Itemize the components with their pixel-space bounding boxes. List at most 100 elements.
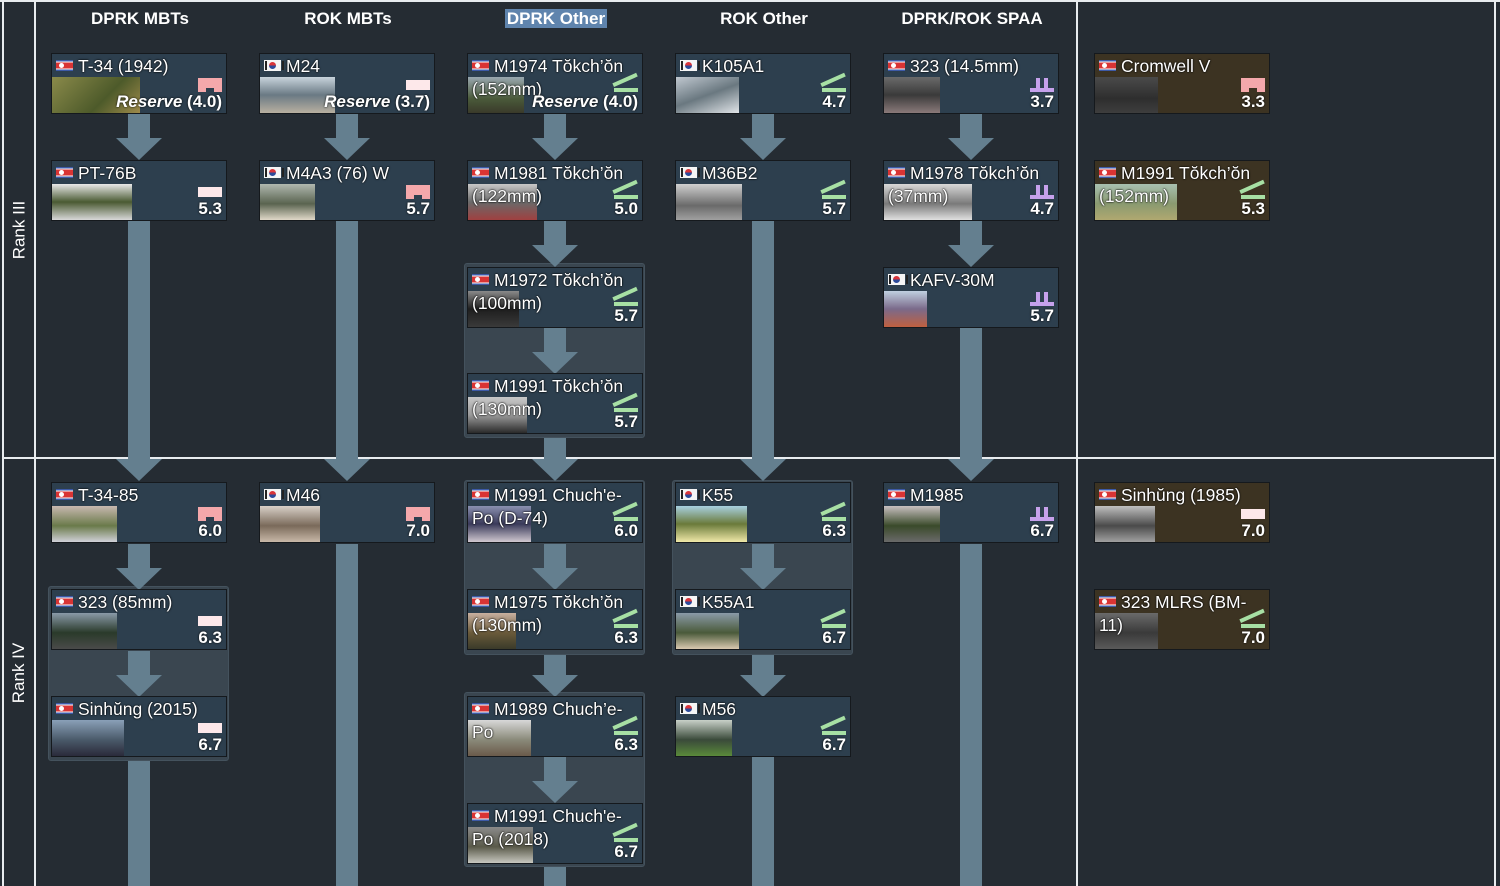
dprk-flag-icon <box>888 60 905 71</box>
light-tank-icon <box>198 723 222 733</box>
vehicle-card-m56[interactable]: M56 6.7 <box>675 696 851 757</box>
column-header-dprk-other[interactable]: DPRK Other <box>466 8 646 30</box>
arrow-shaft <box>752 544 774 568</box>
text: 323 (85mm) <box>78 592 173 612</box>
rok-flag-icon <box>680 489 700 500</box>
text: Cromwell V <box>1121 56 1211 76</box>
arrow-down-icon <box>740 568 786 590</box>
vehicle-card-t34-85[interactable]: T-34-85 6.0 <box>51 482 227 543</box>
vehicle-card-m1989[interactable]: M1989 Chuch’e-Po 6.3 <box>467 696 643 757</box>
vehicle-card-m1991-152mm[interactable]: M1991 Tŏkch’ŏn (152mm) 5.3 <box>1094 160 1270 221</box>
spg-icon <box>614 292 638 306</box>
vehicle-card-m46[interactable]: M46 7.0 <box>259 482 435 543</box>
label: DPRK/ROK SPAA <box>901 9 1043 28</box>
vehicle-card-m24[interactable]: M24 Reserve (3.7) <box>259 53 435 114</box>
arrow-shaft <box>128 651 150 675</box>
label: M1981 Tŏkch’ŏn (122mm) <box>472 162 640 208</box>
text: Sinhŭng (2015) <box>78 699 198 719</box>
text: M46 <box>286 485 321 505</box>
arrow-shaft <box>544 757 566 781</box>
text: M1972 Tŏkch’ŏn (100mm) <box>472 270 624 313</box>
dprk-flag-icon <box>1099 489 1116 500</box>
label: M1972 Tŏkch’ŏn (100mm) <box>472 269 640 315</box>
vehicle-card-m4a3-76-w[interactable]: M4A3 (76) W 5.7 <box>259 160 435 221</box>
vehicle-card-m1974[interactable]: M1974 Tŏkch’ŏn (152mm) Reserve (4.0) <box>467 53 643 114</box>
dprk-flag-icon <box>888 489 905 500</box>
text: 6.3 <box>822 521 846 540</box>
vehicle-card-m1978[interactable]: M1978 Tŏkch’ŏn (37mm) 4.7 <box>883 160 1059 221</box>
spg-icon <box>614 78 638 92</box>
vehicle-card-kafv-30m[interactable]: KAFV-30M 5.7 <box>883 267 1059 328</box>
vehicle-thumbnail <box>468 291 519 327</box>
battle-rating: 5.7 <box>1030 306 1054 326</box>
label: M1978 Tŏkch’ŏn (37mm) <box>888 162 1056 208</box>
dprk-flag-icon <box>472 167 489 178</box>
arrow-shaft <box>544 221 566 245</box>
light-tank-icon <box>406 80 430 90</box>
battle-rating: Reserve (4.0) <box>532 92 638 112</box>
text: K55A1 <box>702 592 755 612</box>
battle-rating: 6.3 <box>198 628 222 648</box>
rank-divider <box>2 457 1496 459</box>
text: 5.0 <box>614 199 638 218</box>
text: 7.0 <box>406 521 430 540</box>
vehicle-card-m1991-130mm[interactable]: M1991 Tŏkch’ŏn (130mm) 5.7 <box>467 373 643 434</box>
column-header-rok-mbts[interactable]: ROK MBTs <box>258 8 438 30</box>
text: 6.7 <box>614 842 638 861</box>
vehicle-card-m1981[interactable]: M1981 Tŏkch’ŏn (122mm) 5.0 <box>467 160 643 221</box>
text: K55 <box>702 485 734 505</box>
vehicle-card-cromwell-v[interactable]: Cromwell V 3.3 <box>1094 53 1270 114</box>
vehicle-card-323-14-5mm[interactable]: 323 (14.5mm) 3.7 <box>883 53 1059 114</box>
vehicle-card-k105a1[interactable]: K105A1 4.7 <box>675 53 851 114</box>
text: 5.7 <box>1030 306 1054 325</box>
battle-rating: 6.7 <box>614 842 638 862</box>
vehicle-card-t34-1942[interactable]: T-34 (1942) Reserve (4.0) <box>51 53 227 114</box>
vehicle-thumbnail <box>1095 184 1177 220</box>
vehicle-card-m1985[interactable]: M1985 6.7 <box>883 482 1059 543</box>
text: T-34 (1942) <box>78 56 169 76</box>
vehicle-card-k55a1[interactable]: K55A1 6.7 <box>675 589 851 650</box>
arrow-down-icon <box>532 245 578 267</box>
arrow-shaft <box>752 114 774 138</box>
arrow-down-icon <box>532 352 578 374</box>
vehicle-card-323-85mm[interactable]: 323 (85mm) 6.3 <box>51 589 227 650</box>
frame-border-left <box>2 0 4 886</box>
arrow-shaft <box>128 544 150 568</box>
vehicle-card-m1972[interactable]: M1972 Tŏkch’ŏn (100mm) 5.7 <box>467 267 643 328</box>
text: (3.7) <box>395 92 430 111</box>
vehicle-card-m36b2[interactable]: M36B2 5.7 <box>675 160 851 221</box>
arrow-down-icon <box>116 459 162 481</box>
text: M1991 Tŏkch’ŏn (152mm) <box>1099 163 1251 206</box>
text: M1991 Tŏkch’ŏn (130mm) <box>472 376 624 419</box>
rok-flag-icon <box>680 703 700 714</box>
arrow-shaft <box>960 221 982 245</box>
text: 6.7 <box>822 628 846 647</box>
light-tank-icon <box>1241 509 1265 519</box>
vehicle-card-pt76b[interactable]: PT-76B 5.3 <box>51 160 227 221</box>
text: M1985 <box>910 485 964 505</box>
text: 6.3 <box>198 628 222 647</box>
vehicle-card-m1975[interactable]: M1975 Tŏkch’ŏn (130mm) 6.3 <box>467 589 643 650</box>
column-header-dprk-mbts[interactable]: DPRK MBTs <box>50 8 230 30</box>
vehicle-thumbnail <box>468 397 527 433</box>
battle-rating: 5.0 <box>614 199 638 219</box>
column-header-rok-other[interactable]: ROK Other <box>674 8 854 30</box>
spg-icon <box>822 185 846 199</box>
dprk-flag-icon <box>472 596 489 607</box>
text: 5.7 <box>406 199 430 218</box>
arrow-down-icon <box>740 675 786 697</box>
vehicle-card-323-mlrs[interactable]: 323 MLRS (BM-11) 7.0 <box>1094 589 1270 650</box>
column-header-spaa[interactable]: DPRK/ROK SPAA <box>882 8 1062 30</box>
vehicle-card-sinhung-1985[interactable]: Sinhŭng (1985) 7.0 <box>1094 482 1270 543</box>
vehicle-card-k55[interactable]: K55 6.3 <box>675 482 851 543</box>
vehicle-card-sinhung-2015[interactable]: Sinhŭng (2015) 6.7 <box>51 696 227 757</box>
label: PT-76B <box>56 162 224 185</box>
rok-flag-icon <box>680 596 700 607</box>
spg-icon <box>822 78 846 92</box>
battle-rating: 4.7 <box>822 92 846 112</box>
vehicle-card-m1991-d74[interactable]: M1991 Chuch'e-Po (D-74) 6.0 <box>467 482 643 543</box>
vehicle-thumbnail <box>260 506 320 542</box>
label: 323 (85mm) <box>56 591 224 614</box>
vehicle-card-m1991-2018[interactable]: M1991 Chuch'e-Po (2018) 6.7 <box>467 803 643 864</box>
arrow-shaft <box>544 867 566 886</box>
